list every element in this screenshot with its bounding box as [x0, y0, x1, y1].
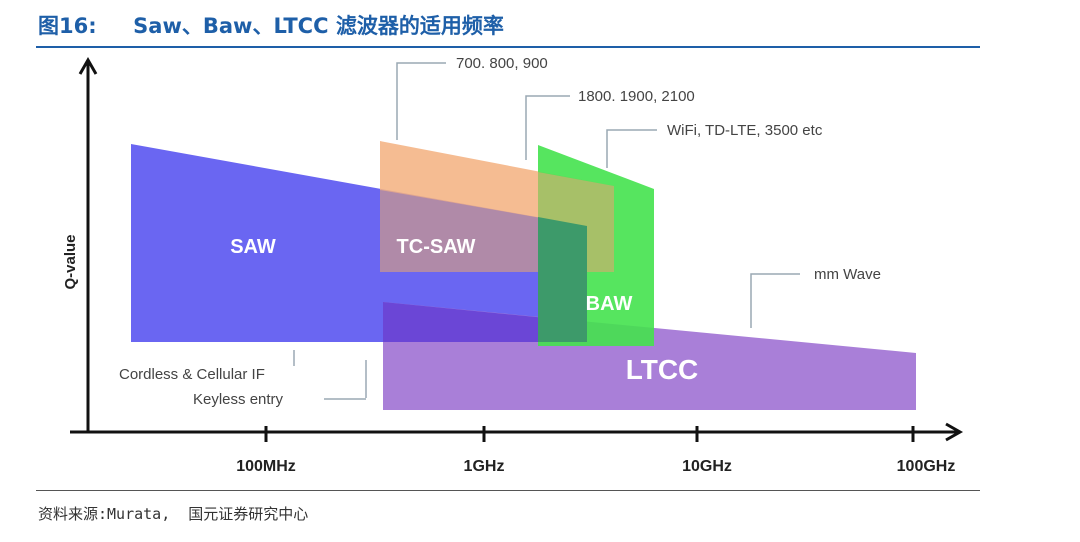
annotation-leaders [293, 62, 800, 400]
tc-saw-label: TC-SAW [397, 236, 476, 258]
leader-line [525, 95, 570, 160]
leader-line [606, 129, 657, 168]
leader-line [750, 273, 800, 328]
saw-label: SAW [230, 236, 276, 258]
annotation-700-800-900: 700. 800, 900 [456, 55, 548, 72]
figure-title: 图16: Saw、Baw、LTCC 滤波器的适用频率 [38, 14, 504, 38]
ltcc-label: LTCC [626, 354, 699, 385]
x-tick-label: 100GHz [897, 458, 956, 475]
source-note: 资料来源:Murata, 国元证券研究中心 [38, 505, 309, 523]
y-axis-arrow [78, 56, 98, 75]
x-axis-ticks [264, 426, 915, 442]
axes [70, 56, 964, 442]
annotation-mm-wave: mm Wave [814, 266, 881, 283]
annotation-cordless-cellular-if: Cordless & Cellular IF [119, 366, 265, 383]
title-rule [36, 46, 980, 48]
saw-ltcc-overlap [383, 302, 587, 342]
y-axis-label: Q-value [62, 234, 79, 289]
annotation-keyless-entry: Keyless entry [193, 391, 284, 408]
x-tick-label: 100MHz [236, 458, 296, 475]
annotation-wifi-td-lte: WiFi, TD-LTE, 3500 etc [667, 122, 823, 139]
tc-saw-saw-overlap [380, 190, 587, 272]
leader-line [396, 62, 446, 140]
baw-label: BAW [586, 293, 633, 315]
x-tick-label: 10GHz [682, 458, 732, 475]
baw-saw-overlap [538, 217, 587, 342]
x-axis-arrow [945, 422, 964, 442]
source-rule [36, 490, 980, 491]
annotation-1800-1900-2100: 1800. 1900, 2100 [578, 88, 695, 105]
saw-region [131, 144, 587, 342]
x-tick-label: 1GHz [464, 458, 505, 475]
